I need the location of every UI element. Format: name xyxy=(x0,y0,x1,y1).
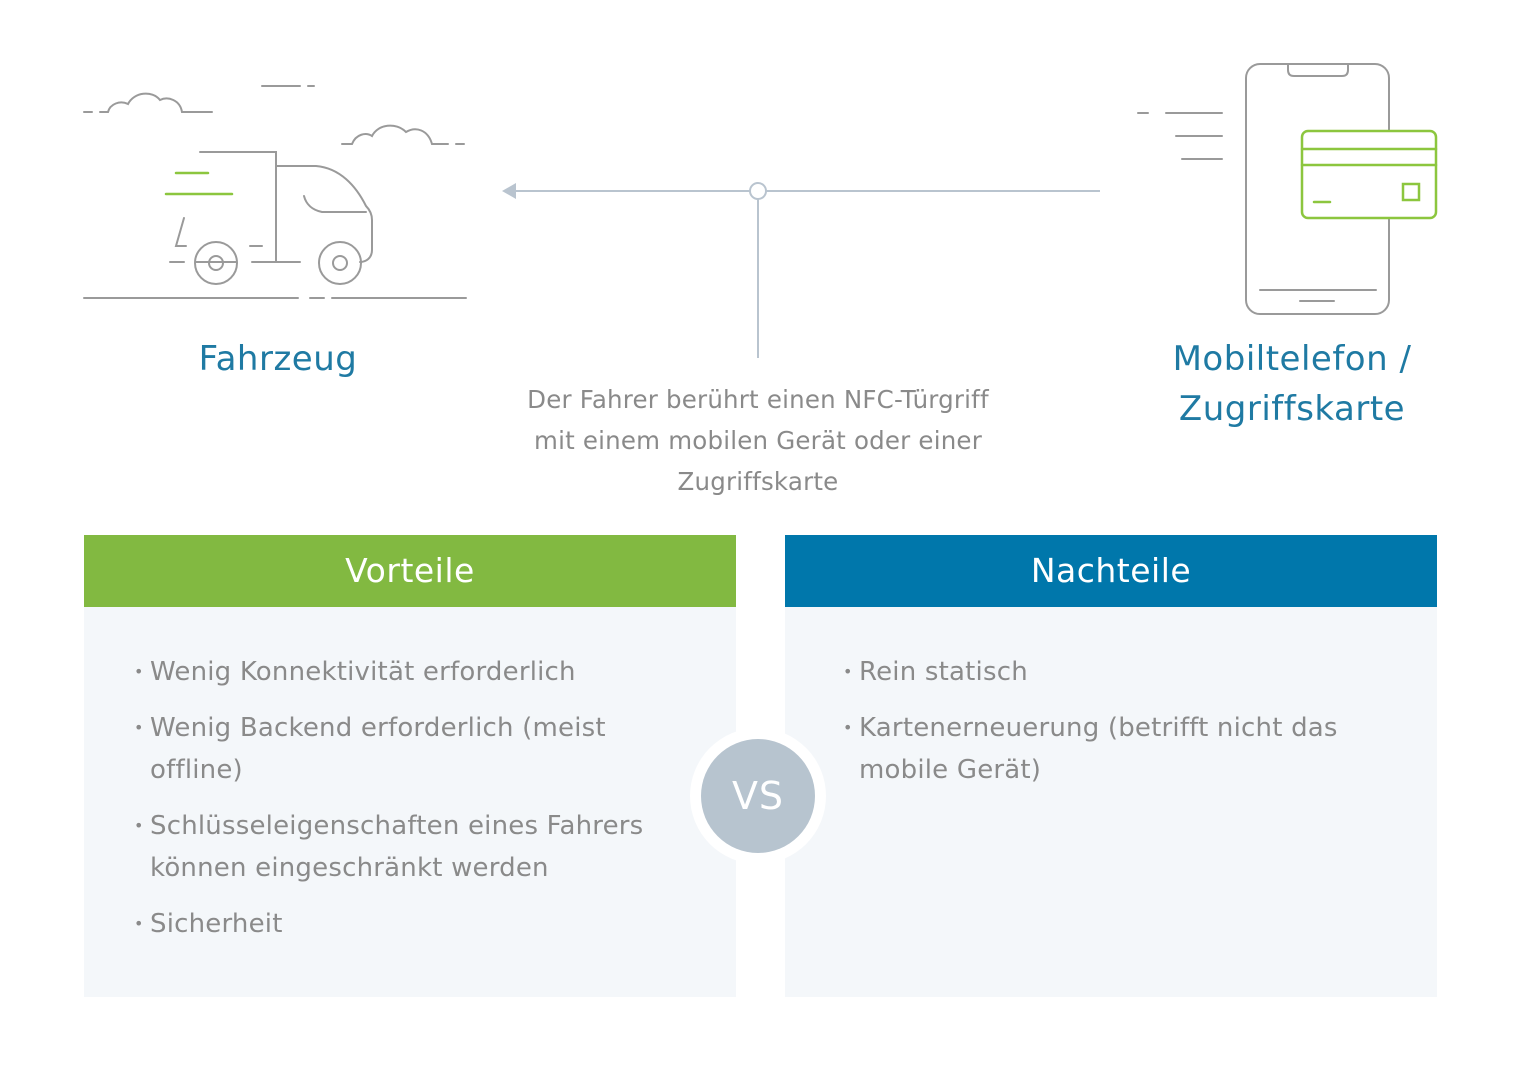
disadvantages-list: Rein statisch Kartenerneuerung (betrifft… xyxy=(843,651,1403,805)
vs-badge: VS xyxy=(690,728,826,864)
advantages-header: Vorteile xyxy=(84,535,736,607)
advantage-item: Wenig Backend erforderlich (meistoffline… xyxy=(134,707,694,791)
description-line2: mit einem mobilen Gerät oder einer xyxy=(534,426,982,455)
truck-icon xyxy=(83,85,467,299)
description: Der Fahrer berührt einen NFC-Türgriff mi… xyxy=(478,379,1038,502)
smartphone-card-icon xyxy=(1137,63,1438,315)
mobile-label-line1: Mobiltelefon / xyxy=(1172,339,1412,379)
disadvantages-header: Nachteile xyxy=(785,535,1437,607)
disadvantage-item: Rein statisch xyxy=(843,651,1403,693)
advantage-item: Sicherheit xyxy=(134,903,694,945)
disadvantage-item: Kartenerneuerung (betrifft nicht dasmobi… xyxy=(843,707,1403,791)
description-line1: Der Fahrer berührt einen NFC-Türgriff xyxy=(527,385,989,414)
vs-label: VS xyxy=(701,739,815,853)
description-line3: Zugriffskarte xyxy=(677,467,839,496)
advantage-item: Wenig Konnektivität erforderlich xyxy=(134,651,694,693)
mobile-label-line2: Zugriffskarte xyxy=(1178,389,1406,429)
advantages-list: Wenig Konnektivität erforderlich Wenig B… xyxy=(134,651,694,959)
advantages-panel: Vorteile Wenig Konnektivität erforderlic… xyxy=(84,535,736,997)
disadvantages-panel: Nachteile Rein statisch Kartenerneuerung… xyxy=(785,535,1437,997)
mobile-label: Mobiltelefon / Zugriffskarte xyxy=(1130,334,1454,434)
connector-arrow xyxy=(502,182,1100,358)
advantage-item: Schlüsseleigenschaften eines Fahrerskönn… xyxy=(134,805,694,889)
vehicle-label: Fahrzeug xyxy=(198,339,358,379)
